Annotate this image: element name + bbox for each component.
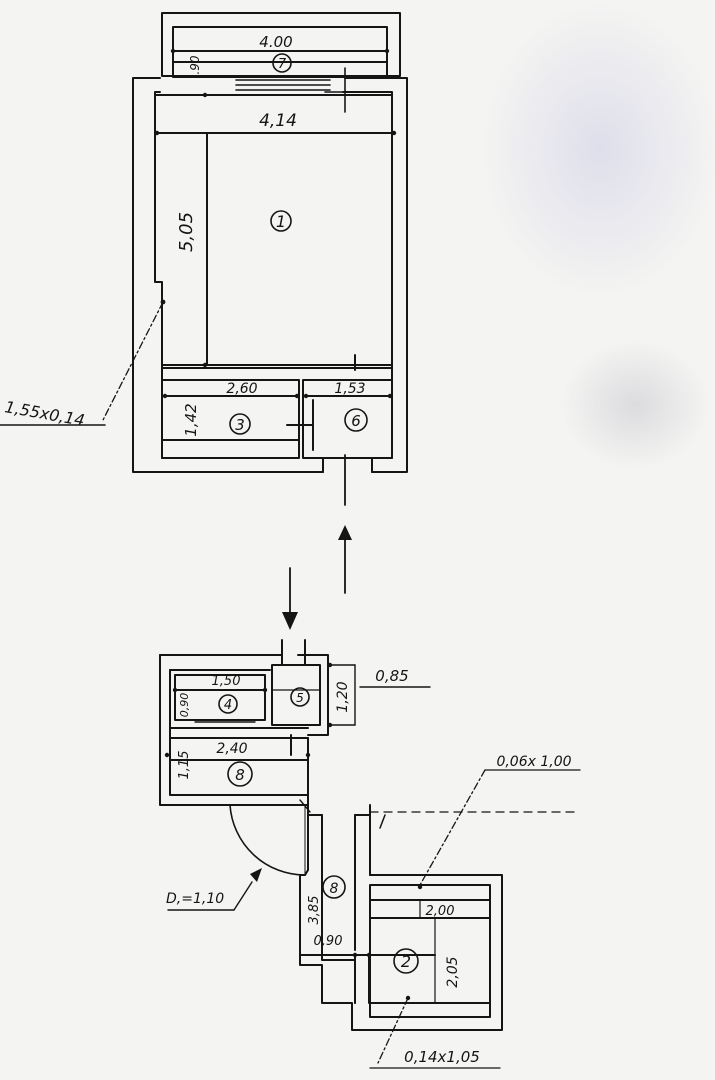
room-7-number: 7 [278,57,287,72]
room-5-width: 0,85 [375,667,408,685]
room-3-walls [161,379,314,459]
connection-arrows [289,454,346,623]
room-1-marker [270,210,292,232]
room-4-marker [218,694,238,714]
lower-unit-walls [159,654,329,806]
room-7-marker [272,53,292,73]
room-3-number: 3 [235,416,245,434]
room-4-number: 4 [224,698,232,713]
room-1-length: 5,05 [176,212,197,252]
niche-top-label: 0,06x 1,00 [496,754,571,770]
room-4-walls [174,674,266,723]
room-7-depth: .90 [188,55,202,74]
door-hinge-icon [250,868,262,882]
balcony-door [235,67,363,113]
room-5-number: 5 [296,691,304,705]
door-swing [229,799,311,876]
door-leader [233,881,253,911]
dimension-ticks [154,48,423,1001]
room-1-number: 1 [276,212,286,231]
arrow-up-icon [338,525,352,540]
room-5-depth: 1,20 [335,681,351,712]
room-4-depth: 0,90 [178,693,191,718]
room-6-width: 1,53 [334,381,365,397]
room-5-walls [271,639,321,756]
room-1-width: 4,14 [259,111,297,131]
room-8-walls [169,737,309,806]
room-7-width: 4.00 [259,33,292,51]
room-8-width: 2,40 [216,741,247,757]
upper-unit-walls [132,77,408,473]
room-3-depth: 1,42 [182,403,200,436]
room-6-marker [344,408,368,432]
room-5-marker [290,687,310,707]
room-2-walls [299,884,491,1018]
room-2-length: 2,05 [445,956,461,987]
room-8b-marker [322,875,346,899]
niche-bottom-label: 0,14x1,05 [404,1048,480,1066]
room-2-width: 2,00 [426,904,455,919]
room-8b-width: 0,90 [314,934,343,949]
room-8-depth: 1,15 [177,751,192,780]
room-3-marker [229,413,251,435]
room-8b-number: 8 [330,881,339,897]
niche-top-leader [419,769,581,886]
niche-leader [102,301,164,421]
room-2-number: 2 [401,952,411,971]
room-8-number: 8 [235,766,245,784]
room-8b-length: 3,85 [307,896,322,925]
room-8-marker [227,761,253,787]
niche-bottom-leader [369,997,501,1069]
room-4-width: 1,50 [212,674,241,689]
room-6-walls [302,379,393,473]
room-6-number: 6 [351,412,361,430]
room-1-interior [158,132,393,371]
room-2-marker [393,948,419,974]
door-label: D,=1,10 [166,891,224,907]
room-3-width: 2,60 [226,381,257,397]
arrow-down-icon [282,612,298,630]
room-5-dimension [329,664,431,726]
